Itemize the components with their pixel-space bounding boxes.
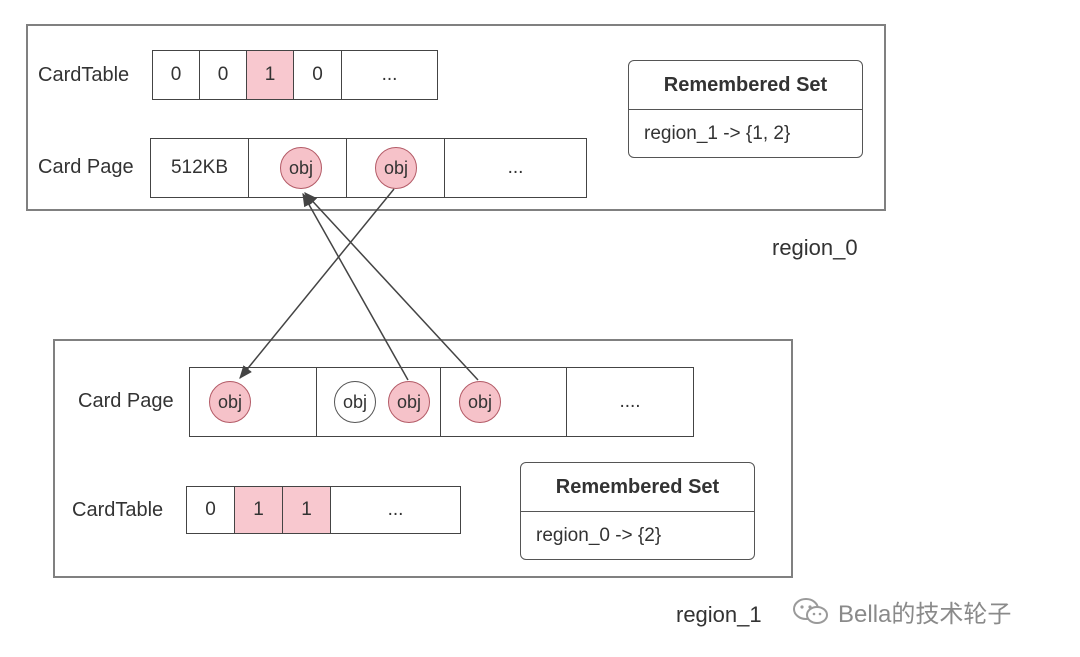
object-node-unreferenced: obj — [334, 381, 376, 423]
region-1-cardtable: 0 1 1 ... — [186, 486, 461, 534]
object-node: obj — [209, 381, 251, 423]
card-page-cell — [441, 368, 567, 436]
region-0-cardpage: 512KB ... — [150, 138, 587, 198]
card-page-cell — [347, 139, 445, 197]
object-node: obj — [375, 147, 417, 189]
remembered-set-entry: region_1 -> {1, 2} — [644, 123, 791, 144]
region-1-remembered-set: Remembered Set region_0 -> {2} — [520, 462, 755, 560]
object-node: obj — [388, 381, 430, 423]
card-cell-dirty: 1 — [235, 487, 283, 533]
card-cell-ellipsis: ... — [387, 499, 404, 520]
reference-arrow — [239, 188, 395, 380]
card-cell-dirty: 1 — [247, 51, 294, 99]
card-page-ellipsis: ... — [507, 157, 524, 178]
watermark: Bella的技术轮子 — [792, 594, 1011, 629]
remembered-set-title: Remembered Set — [521, 463, 754, 512]
card-cell: 0 — [294, 51, 342, 99]
card-page-cell — [190, 368, 317, 436]
card-page-size: 512KB — [151, 139, 249, 197]
object-node: obj — [280, 147, 322, 189]
card-page-cell — [249, 139, 347, 197]
region-0-cardtable-label: CardTable — [38, 64, 130, 86]
card-page-cell — [317, 368, 441, 436]
card-page-ellipsis: .... — [619, 391, 641, 412]
region-1-cardpage-label: Card Page — [78, 390, 174, 412]
card-cell: 0 — [153, 51, 200, 99]
card-cell: 0 — [200, 51, 247, 99]
card-cell-dirty: 1 — [283, 487, 331, 533]
region-0-label: region_0 — [772, 235, 858, 260]
region-0-cardtable: 0 0 1 0 ... — [152, 50, 438, 100]
reference-arrow — [302, 192, 409, 381]
region-0-cardpage-label: Card Page — [38, 156, 134, 178]
region-1-cardpage: .... — [189, 367, 694, 437]
card-cell-ellipsis: ... — [381, 64, 398, 85]
watermark-text: Bella的技术轮子 — [838, 601, 1012, 628]
remembered-set-entry: region_0 -> {2} — [536, 525, 662, 546]
wechat-icon — [793, 597, 828, 624]
object-node: obj — [459, 381, 501, 423]
region-1-label: region_1 — [676, 602, 762, 627]
reference-arrow — [304, 192, 479, 381]
region-1-cardtable-label: CardTable — [72, 499, 164, 521]
region-0-remembered-set: Remembered Set region_1 -> {1, 2} — [628, 60, 863, 158]
remembered-set-title: Remembered Set — [629, 61, 862, 110]
card-cell: 0 — [187, 487, 235, 533]
